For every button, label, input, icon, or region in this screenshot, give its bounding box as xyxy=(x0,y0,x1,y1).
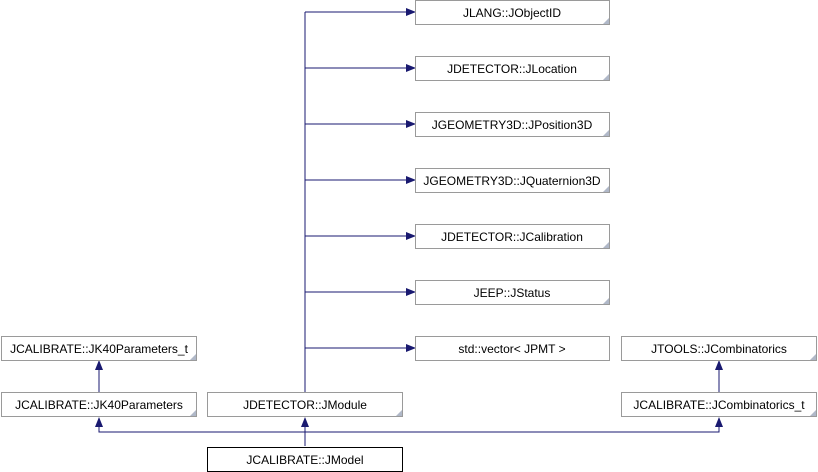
fold-corner-icon xyxy=(603,18,609,24)
node-label: JLANG::JObjectID xyxy=(463,6,561,20)
node-label: JCALIBRATE::JK40Parameters xyxy=(15,398,183,412)
node-label: JDETECTOR::JModule xyxy=(243,398,367,412)
node-label: JCALIBRATE::JModel xyxy=(246,453,363,467)
node-jcombinatorics[interactable]: JTOOLS::JCombinatorics xyxy=(621,336,817,361)
node-label: JGEOMETRY3D::JPosition3D xyxy=(432,118,593,132)
edges xyxy=(95,8,723,446)
node-jstatus[interactable]: JEEP::JStatus xyxy=(415,280,610,305)
fold-corner-icon xyxy=(603,74,609,80)
fold-corner-icon xyxy=(603,130,609,136)
node-jmodule[interactable]: JDETECTOR::JModule xyxy=(207,392,403,417)
node-jmodel: JCALIBRATE::JModel xyxy=(207,447,403,472)
fold-corner-icon xyxy=(603,242,609,248)
fold-corner-icon xyxy=(190,410,196,416)
node-jk40parameters[interactable]: JCALIBRATE::JK40Parameters xyxy=(1,392,197,417)
fold-corner-icon xyxy=(603,298,609,304)
node-label: JEEP::JStatus xyxy=(474,286,551,300)
fold-corner-icon xyxy=(190,354,196,360)
node-jcalibration[interactable]: JDETECTOR::JCalibration xyxy=(415,224,610,249)
node-label: JCALIBRATE::JCombinatorics_t xyxy=(633,398,805,412)
node-jobjectid[interactable]: JLANG::JObjectID xyxy=(415,0,610,25)
node-label: JDETECTOR::JLocation xyxy=(447,62,577,76)
fold-corner-icon xyxy=(396,410,402,416)
node-std-vector: std::vector< JPMT > xyxy=(415,336,610,361)
node-jk40parameters-t[interactable]: JCALIBRATE::JK40Parameters_t xyxy=(1,336,197,361)
edge-jmodel-jcombinatorics-t xyxy=(305,417,723,433)
node-jposition3d[interactable]: JGEOMETRY3D::JPosition3D xyxy=(415,112,610,137)
node-label: JTOOLS::JCombinatorics xyxy=(651,342,787,356)
fold-corner-icon xyxy=(603,186,609,192)
node-label: JGEOMETRY3D::JQuaternion3D xyxy=(423,174,601,188)
fold-corner-icon xyxy=(810,354,816,360)
node-jlocation[interactable]: JDETECTOR::JLocation xyxy=(415,56,610,81)
node-label: std::vector< JPMT > xyxy=(458,342,565,356)
node-jquaternion3d[interactable]: JGEOMETRY3D::JQuaternion3D xyxy=(415,168,610,193)
fold-corner-icon xyxy=(810,410,816,416)
edge-jmodel-jk40parameters xyxy=(95,417,306,446)
node-jcombinatorics-t[interactable]: JCALIBRATE::JCombinatorics_t xyxy=(621,392,817,417)
node-label: JDETECTOR::JCalibration xyxy=(441,230,583,244)
node-label: JCALIBRATE::JK40Parameters_t xyxy=(10,342,189,356)
